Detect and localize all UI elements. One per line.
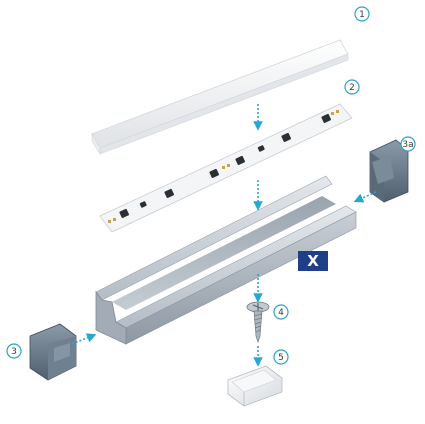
callout-5: 5 [273,349,289,365]
screw [246,301,270,344]
profile-type-badge-label: X [307,252,319,270]
end-cap-left [29,323,77,381]
mounting-clip [227,365,283,407]
callout-4-label: 4 [278,308,284,318]
callout-5-label: 5 [278,353,284,363]
arrow-endcap-left [71,333,97,345]
diffuser-cover [91,39,349,156]
callout-3a: 3a [400,136,416,152]
callout-1-label: 1 [359,10,365,20]
led-chips [119,113,331,218]
callout-3-label: 3 [11,347,17,357]
led-strip [99,103,353,233]
callout-1: 1 [354,6,370,22]
aluminium-profile [95,175,357,345]
callout-2-label: 2 [349,83,355,93]
profile-type-badge: X [298,251,328,271]
arrow-endcap-right [353,191,377,203]
callout-4: 4 [273,304,289,320]
callout-3: 3 [6,343,22,359]
callout-2: 2 [344,79,360,95]
solder-pads [108,110,339,223]
callout-3a-label: 3a [402,140,413,150]
assembly-arrows [71,104,377,367]
end-cap-right [369,139,409,203]
